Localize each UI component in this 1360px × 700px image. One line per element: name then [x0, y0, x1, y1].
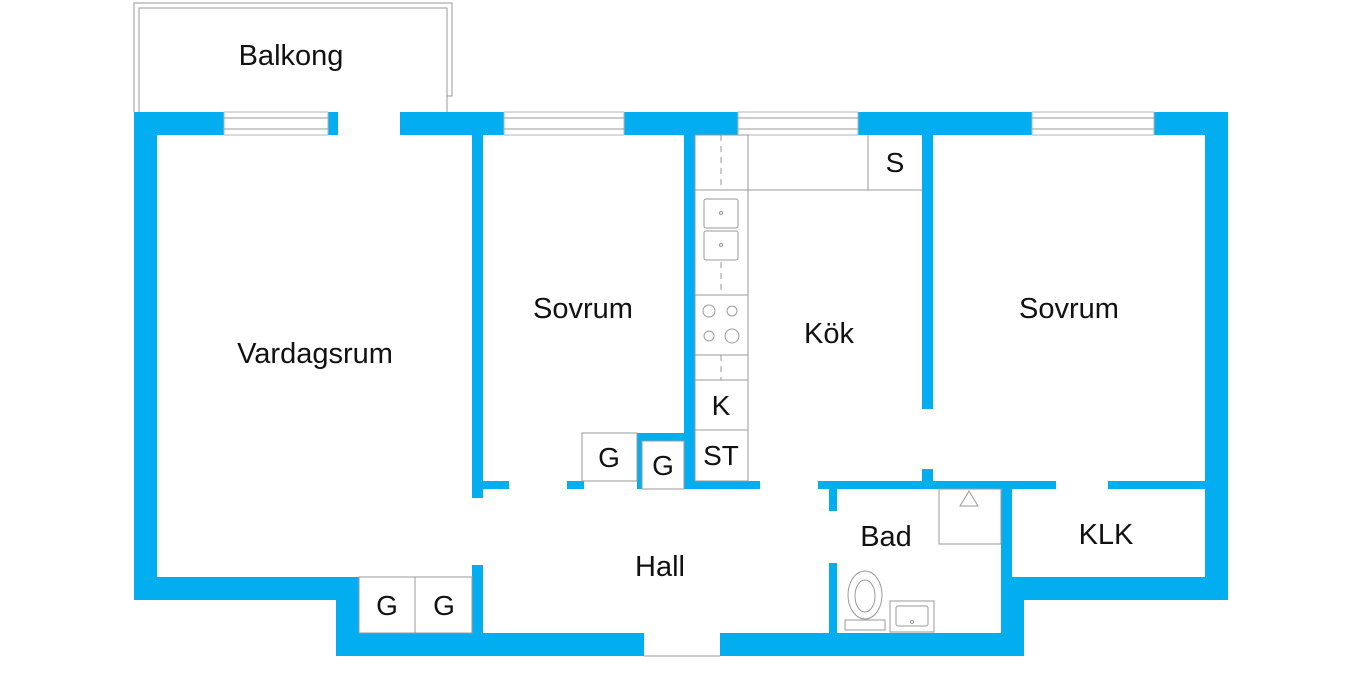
room-label-vardagsrum: Vardagsrum — [237, 338, 393, 370]
fixture-label-g: G — [433, 590, 455, 621]
interior-walls — [472, 135, 1228, 656]
toilet-icon — [844, 570, 886, 631]
closets — [358, 432, 685, 634]
washbasin-icon — [889, 600, 935, 633]
room-label-klk: KLK — [1079, 519, 1134, 551]
room-label-kok: Kök — [804, 318, 854, 350]
kitchen-counter — [694, 134, 922, 482]
fixture-label-st: ST — [703, 440, 739, 471]
room-label-balkong: Balkong — [239, 40, 344, 72]
stove-icon — [702, 304, 740, 344]
fixture-label-g: G — [376, 590, 398, 621]
fixture-label-g: G — [598, 442, 620, 473]
fixture-label-k: K — [712, 390, 731, 421]
room-label-bad: Bad — [860, 521, 912, 553]
fixture-label-s: S — [886, 147, 905, 178]
balcony-outline — [133, 2, 453, 112]
exterior-walls — [134, 112, 1228, 656]
windows — [223, 111, 1155, 136]
room-label-sovrum-2: Sovrum — [1019, 293, 1119, 325]
bathroom-fixtures — [844, 488, 1002, 633]
room-label-sovrum-1: Sovrum — [533, 293, 633, 325]
fixture-label-g: G — [652, 450, 674, 481]
sink-icon — [703, 198, 739, 261]
room-label-hall: Hall — [635, 551, 685, 583]
shower-drain-icon — [959, 490, 979, 507]
